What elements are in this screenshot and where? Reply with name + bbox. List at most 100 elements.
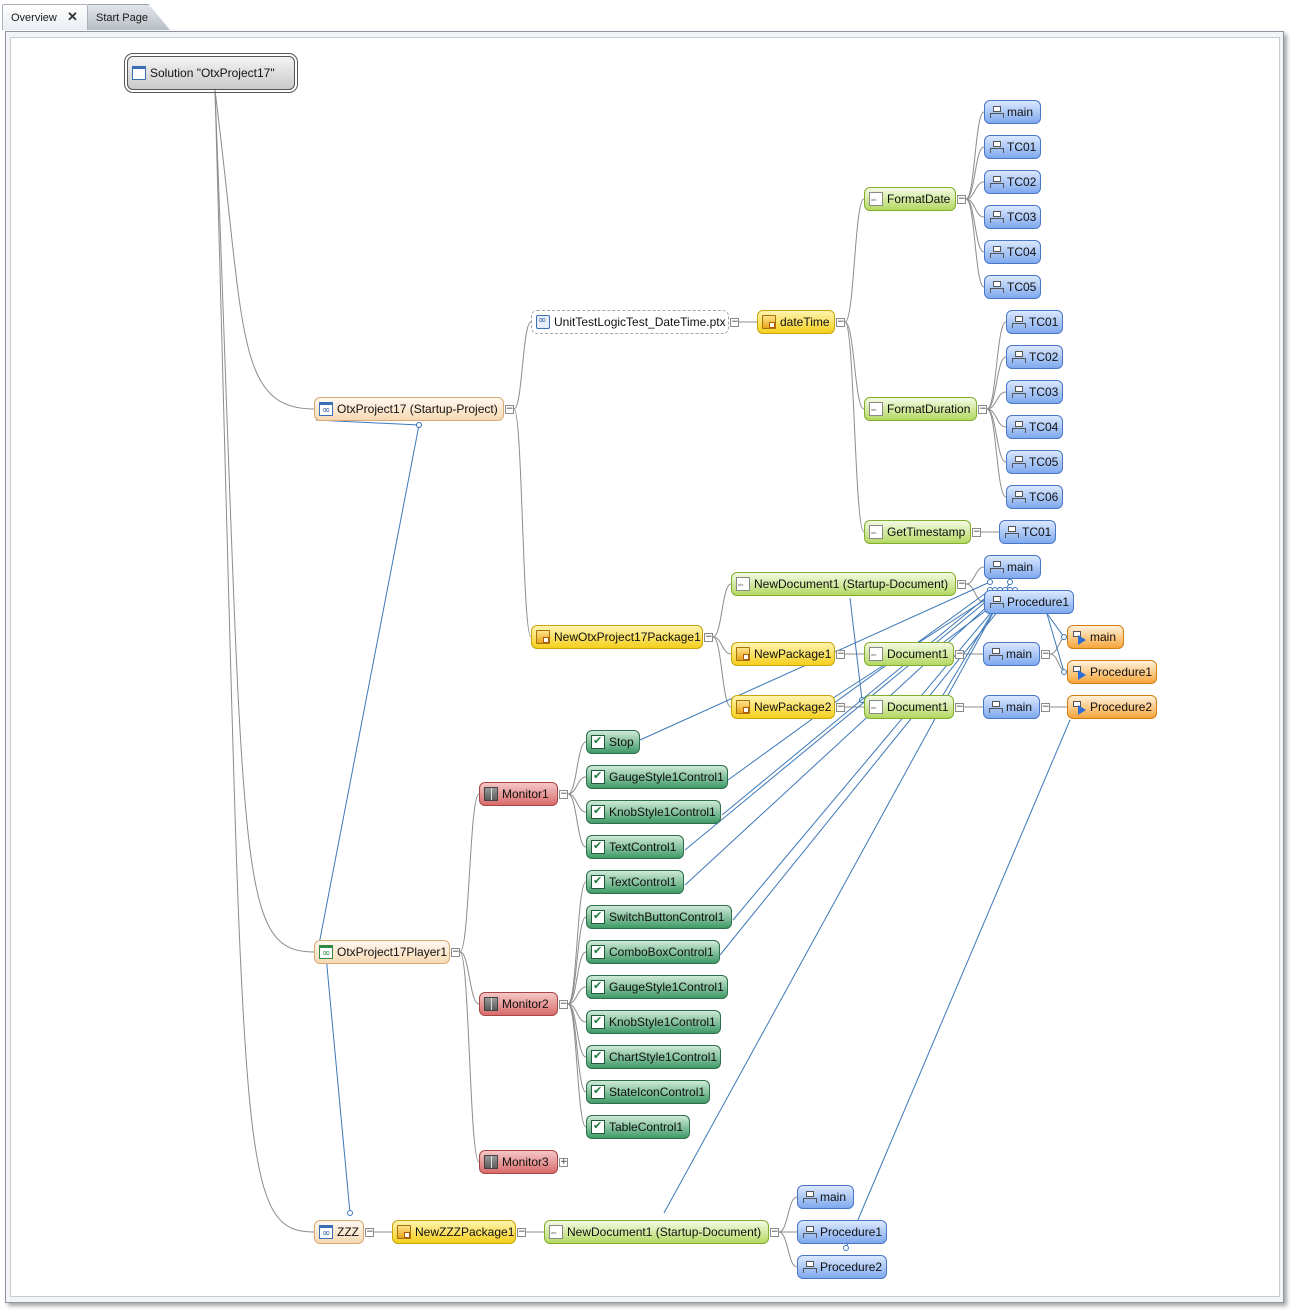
node-label: ZZZ	[337, 1225, 359, 1239]
node-newpackage2[interactable]: NewPackage2	[731, 695, 835, 719]
procedure-icon	[989, 560, 1004, 574]
node-fdu-tc06[interactable]: TC06	[1006, 485, 1063, 509]
node-fd-tc01[interactable]: TC01	[984, 135, 1041, 159]
node-m2-gauge[interactable]: GaugeStyle1Control1	[586, 975, 728, 999]
node-fdu-tc02[interactable]: TC02	[1006, 345, 1063, 369]
node-np2-o-procedure2[interactable]: Procedure2	[1067, 695, 1157, 719]
collapse-toggle[interactable]: −	[836, 649, 845, 659]
collapse-toggle[interactable]: −	[955, 702, 964, 712]
procedure-icon	[802, 1190, 817, 1204]
node-label: main	[1090, 630, 1117, 644]
node-zzz-procedure1[interactable]: Procedure1	[797, 1220, 887, 1244]
close-icon[interactable]: ✕	[67, 9, 78, 24]
node-label: Procedure1	[820, 1225, 883, 1239]
node-np1-o-procedure1[interactable]: Procedure1	[1067, 660, 1157, 684]
node-fdu-tc03[interactable]: TC03	[1006, 380, 1063, 404]
node-m2-switch[interactable]: SwitchButtonControl1	[586, 905, 732, 929]
node-formatdate[interactable]: FormatDate	[864, 187, 956, 211]
node-newdocument1[interactable]: NewDocument1 (Startup-Document)	[731, 572, 956, 596]
collapse-toggle[interactable]: −	[1041, 702, 1050, 712]
collapse-toggle[interactable]: −	[955, 649, 964, 659]
node-fd-main[interactable]: main	[984, 100, 1041, 124]
monitor-icon	[484, 787, 498, 801]
node-unittestfile[interactable]: UnitTestLogicTest_DateTime.ptx	[531, 310, 729, 334]
collapse-toggle[interactable]: −	[978, 404, 987, 414]
node-gettimestamp[interactable]: GetTimestamp	[864, 520, 971, 544]
collapse-toggle[interactable]: −	[517, 1227, 526, 1237]
tab-overview[interactable]: Overview ✕	[2, 4, 88, 30]
collapse-toggle[interactable]: −	[451, 947, 460, 957]
node-m1-gauge[interactable]: GaugeStyle1Control1	[586, 765, 728, 789]
collapse-toggle[interactable]: −	[559, 789, 568, 799]
node-fdu-tc05[interactable]: TC05	[1006, 450, 1063, 474]
node-zzz-newdocument1[interactable]: NewDocument1 (Startup-Document)	[544, 1220, 769, 1244]
node-m2-combo[interactable]: ComboBoxControl1	[586, 940, 720, 964]
collapse-toggle[interactable]: −	[972, 527, 981, 537]
node-np1-o-main[interactable]: main	[1067, 625, 1124, 649]
node-formatduration[interactable]: FormatDuration	[864, 397, 977, 421]
collapse-toggle[interactable]: −	[559, 999, 568, 1009]
node-fd-tc05[interactable]: TC05	[984, 275, 1041, 299]
node-label: NewPackage1	[754, 647, 832, 661]
node-solution[interactable]: Solution "OtxProject17"	[124, 53, 298, 93]
node-zzz[interactable]: ZZZ	[314, 1220, 364, 1244]
node-fdu-tc04[interactable]: TC04	[1006, 415, 1063, 439]
node-label: Monitor3	[502, 1155, 549, 1169]
node-m2-text[interactable]: TextControl1	[586, 870, 684, 894]
collapse-toggle[interactable]: −	[836, 702, 845, 712]
node-label: FormatDuration	[887, 402, 971, 416]
node-label: SwitchButtonControl1	[609, 910, 725, 924]
tab-start-page[interactable]: Start Page	[88, 4, 170, 30]
expand-toggle[interactable]: +	[559, 1157, 568, 1167]
node-label: main	[1007, 105, 1034, 119]
collapse-toggle[interactable]: −	[836, 317, 845, 327]
collapse-toggle[interactable]: −	[957, 579, 966, 589]
node-label: TC02	[1029, 350, 1059, 364]
collapse-toggle[interactable]: −	[730, 317, 739, 327]
node-m2-state[interactable]: StateIconControl1	[586, 1080, 710, 1104]
node-fd-tc03[interactable]: TC03	[984, 205, 1041, 229]
node-otxproject17[interactable]: OtxProject17 (Startup-Project)	[314, 397, 504, 421]
collapse-toggle[interactable]: −	[957, 194, 966, 204]
procedure-icon	[1011, 385, 1026, 399]
node-zzz-procedure2[interactable]: Procedure2	[797, 1255, 887, 1279]
node-m2-chart[interactable]: ChartStyle1Control1	[586, 1045, 721, 1069]
node-zzz-main[interactable]: main	[797, 1185, 854, 1209]
node-monitor1[interactable]: Monitor1	[479, 782, 558, 806]
node-m1-text[interactable]: TextControl1	[586, 835, 684, 859]
node-label: TC04	[1029, 420, 1059, 434]
collapse-toggle[interactable]: −	[770, 1227, 779, 1237]
node-monitor3[interactable]: Monitor3	[479, 1150, 558, 1174]
node-fdu-tc01[interactable]: TC01	[1006, 310, 1063, 334]
node-newpackage1[interactable]: NewPackage1	[731, 642, 835, 666]
node-player[interactable]: OtxProject17Player1	[314, 940, 450, 964]
node-m2-table[interactable]: TableControl1	[586, 1115, 690, 1139]
node-np2-document1[interactable]: Document1	[864, 695, 954, 719]
node-newotxproject17package1[interactable]: NewOtxProject17Package1	[531, 625, 703, 649]
node-nd-main[interactable]: main	[984, 555, 1041, 579]
node-label: Procedure2	[820, 1260, 883, 1274]
node-m1-stop[interactable]: Stop	[586, 730, 640, 754]
node-monitor2[interactable]: Monitor2	[479, 992, 558, 1016]
monitor-icon	[484, 1155, 498, 1169]
node-newzzzpackage1[interactable]: NewZZZPackage1	[392, 1220, 516, 1244]
node-fd-tc02[interactable]: TC02	[984, 170, 1041, 194]
collapse-toggle[interactable]: −	[365, 1227, 374, 1237]
node-np1-main[interactable]: main	[983, 642, 1040, 666]
collapse-toggle[interactable]: −	[1041, 649, 1050, 659]
node-np2-main[interactable]: main	[983, 695, 1040, 719]
node-m2-knob[interactable]: KnobStyle1Control1	[586, 1010, 721, 1034]
node-label: NewZZZPackage1	[415, 1225, 515, 1239]
collapse-toggle[interactable]: −	[704, 632, 713, 642]
node-m1-knob[interactable]: KnobStyle1Control1	[586, 800, 721, 824]
procedure-icon	[1011, 455, 1026, 469]
node-gt-tc01[interactable]: TC01	[999, 520, 1056, 544]
collapse-toggle[interactable]: −	[505, 404, 514, 414]
procedure-icon	[989, 280, 1004, 294]
node-nd-procedure1[interactable]: Procedure1	[984, 590, 1074, 614]
node-label: GetTimestamp	[887, 525, 966, 539]
node-datetime[interactable]: dateTime	[757, 310, 835, 334]
node-np1-document1[interactable]: Document1	[864, 642, 954, 666]
checkbox-control-icon	[591, 1084, 605, 1099]
node-fd-tc04[interactable]: TC04	[984, 240, 1041, 264]
